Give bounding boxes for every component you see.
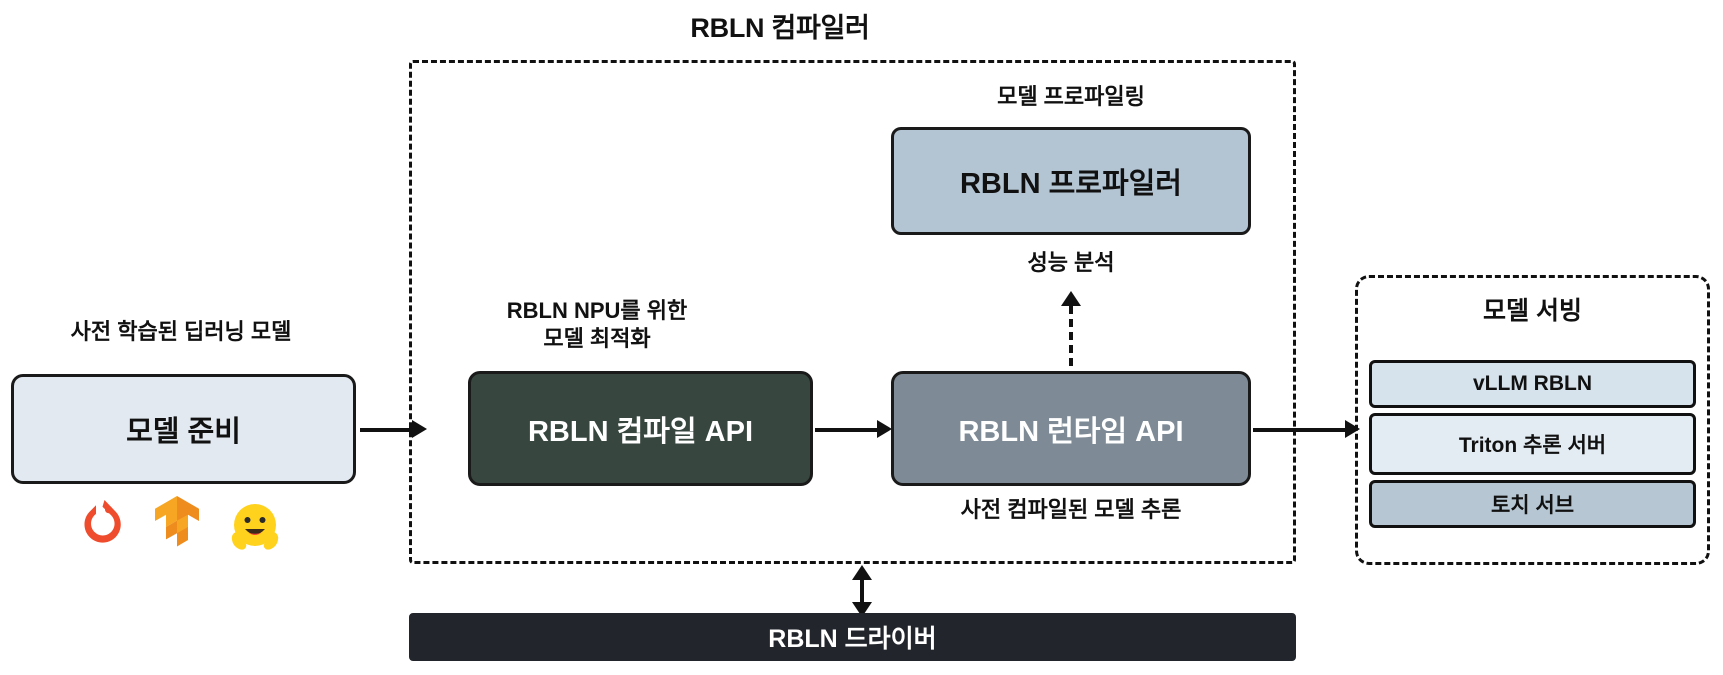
tensorflow-logo — [150, 494, 204, 561]
rbln-driver-bar[interactable]: RBLN 드라이버 — [409, 613, 1296, 661]
rbln-compile-api-box[interactable]: RBLN 컴파일 API — [468, 371, 813, 486]
pytorch-logo — [72, 496, 128, 561]
profiler-caption: 모델 프로파일링 — [997, 84, 1145, 109]
model-serving-title: 모델 서빙 — [1483, 297, 1582, 325]
analysis-label: 성능 분석 — [1027, 250, 1115, 275]
rbln-profiler-box[interactable]: RBLN 프로파일러 — [891, 127, 1251, 235]
arrow-prep-to-compile — [360, 428, 412, 432]
diagram-title: RBLN 컴파일러 — [690, 13, 870, 43]
arrow-compile-to-runtime-head — [877, 420, 892, 438]
arrow-runtime-to-profiler-head — [1061, 291, 1081, 306]
serving-item-vllm-rbln[interactable]: vLLM RBLN — [1369, 360, 1696, 408]
pretrained-model-caption: 사전 학습된 딥러닝 모델 — [70, 319, 292, 344]
compile-caption: RBLN NPU를 위한 모델 최적화 — [506, 298, 688, 351]
framework-logos — [72, 494, 284, 561]
serving-item-torchserve[interactable]: 토치 서브 — [1369, 480, 1696, 528]
arrow-runtime-to-profiler-line — [1069, 306, 1073, 366]
rbln-runtime-api-box[interactable]: RBLN 런타임 API — [891, 371, 1251, 486]
arrow-prep-to-compile-head — [412, 420, 427, 438]
compiler-container — [409, 60, 1296, 564]
arrow-compile-to-runtime — [815, 428, 877, 432]
arrow-runtime-to-serving — [1253, 428, 1345, 432]
huggingface-logo — [226, 500, 284, 561]
serving-item-triton[interactable]: Triton 추론 서버 — [1369, 413, 1696, 475]
model-prep-box[interactable]: 모델 준비 — [11, 374, 356, 484]
model-serving-container — [1355, 275, 1710, 565]
arrow-driver-line — [860, 578, 864, 604]
arrow-driver-up-head — [852, 565, 872, 580]
runtime-caption: 사전 컴파일된 모델 추론 — [960, 497, 1182, 522]
